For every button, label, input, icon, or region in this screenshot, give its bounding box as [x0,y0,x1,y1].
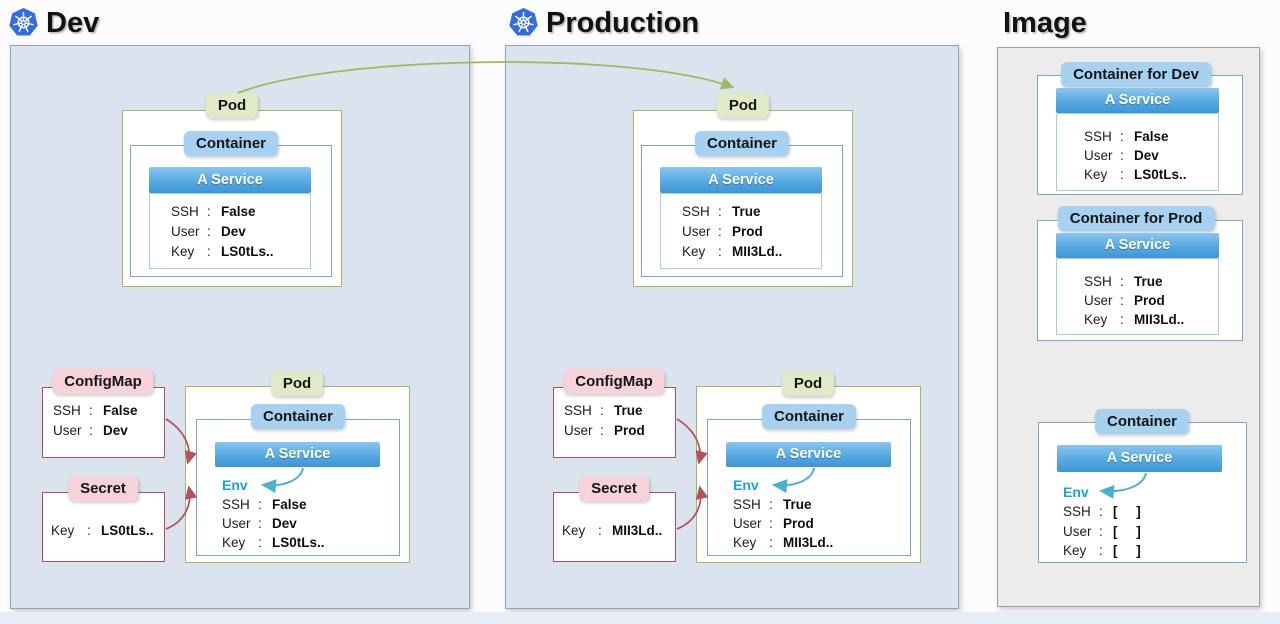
dev-top-pod-label: Pod [205,93,259,118]
image-container-dev-service-header: A Service [1056,88,1219,113]
image-container-template-service-header: A Service [1057,445,1222,472]
dev-top-service-header: A Service [149,167,311,193]
config-row: SSHFalse [222,495,325,514]
kubernetes-icon [8,7,39,43]
dev-secret-box: KeyLS0tLs.. [42,492,165,562]
config-row: UserDev [1084,146,1218,165]
prod-bottom-pod-label: Pod [781,371,835,396]
production-section-title: Production [546,7,700,39]
image-container-dev-label: Container for Dev [1061,62,1211,87]
config-row: UserDev [222,514,325,533]
config-row: KeyLS0tLs.. [51,521,164,541]
config-row: KeyMII3Ld.. [1084,310,1218,329]
dev-top-container-label: Container [183,131,279,156]
dev-bottom-env-block: Env SSHFalse UserDev KeyLS0tLs.. [222,476,325,552]
prod-bottom-container-box [707,419,911,556]
config-row: UserDev [53,421,164,441]
image-container-prod-label: Container for Prod [1057,206,1215,231]
config-row: KeyLS0tLs.. [222,533,325,552]
config-row: UserProd [564,421,675,441]
config-row: KeyMII3Ld.. [562,521,675,541]
config-row: UserProd [682,222,821,242]
config-row: SSHTrue [1084,272,1218,291]
dev-configmap-label: ConfigMap [52,369,154,394]
env-label: Env [1063,484,1089,500]
config-row: SSHTrue [564,401,675,421]
prod-top-service-body: SSHTrue UserProd KeyMII3Ld.. [660,193,822,269]
bottom-strip [0,612,1280,624]
image-container-prod-service-header: A Service [1056,233,1219,258]
config-row: UserProd [733,514,833,533]
prod-configmap-label: ConfigMap [563,369,665,394]
image-template-env-block: Env SSH[ ] User[ ] Key[ ] [1063,482,1141,561]
prod-secret-box: KeyMII3Ld.. [553,492,676,562]
kubernetes-icon [508,7,539,43]
config-row: SSHFalse [1084,127,1218,146]
prod-bottom-container-label: Container [761,404,857,429]
dev-section-title: Dev [46,7,100,39]
config-row: SSHFalse [171,202,310,222]
image-container-dev-service-body: SSHFalse UserDev KeyLS0tLs.. [1056,113,1219,191]
config-row: User[ ] [1063,522,1141,542]
prod-top-pod-label: Pod [716,93,770,118]
prod-bottom-service-header: A Service [726,442,891,467]
image-container-prod-service-body: SSHTrue UserProd KeyMII3Ld.. [1056,258,1219,335]
config-row: SSH[ ] [1063,502,1141,522]
dev-bottom-service-header: A Service [215,442,380,467]
prod-top-service-header: A Service [660,167,822,193]
prod-bottom-env-block: Env SSHTrue UserProd KeyMII3Ld.. [733,476,833,552]
prod-secret-label: Secret [579,476,649,501]
config-row: SSHTrue [733,495,833,514]
dev-configmap-box: SSHFalse UserDev [42,387,165,458]
env-label: Env [733,477,759,493]
config-row: UserProd [1084,291,1218,310]
dev-top-service-body: SSHFalse UserDev KeyLS0tLs.. [149,193,311,269]
config-row: KeyMII3Ld.. [682,242,821,262]
dev-bottom-pod-label: Pod [270,371,324,396]
dev-secret-label: Secret [68,476,138,501]
image-section-title: Image [1003,7,1087,39]
config-row: KeyMII3Ld.. [733,533,833,552]
config-row: Key[ ] [1063,541,1141,561]
image-container-template-label: Container [1094,409,1190,434]
dev-bottom-container-label: Container [250,404,346,429]
prod-top-container-label: Container [694,131,790,156]
config-row: KeyLS0tLs.. [171,242,310,262]
config-row: SSHTrue [682,202,821,222]
config-row: SSHFalse [53,401,164,421]
config-row: UserDev [171,222,310,242]
dev-bottom-container-box [196,419,400,556]
prod-configmap-box: SSHTrue UserProd [553,387,676,458]
config-row: KeyLS0tLs.. [1084,165,1218,184]
env-label: Env [222,477,248,493]
